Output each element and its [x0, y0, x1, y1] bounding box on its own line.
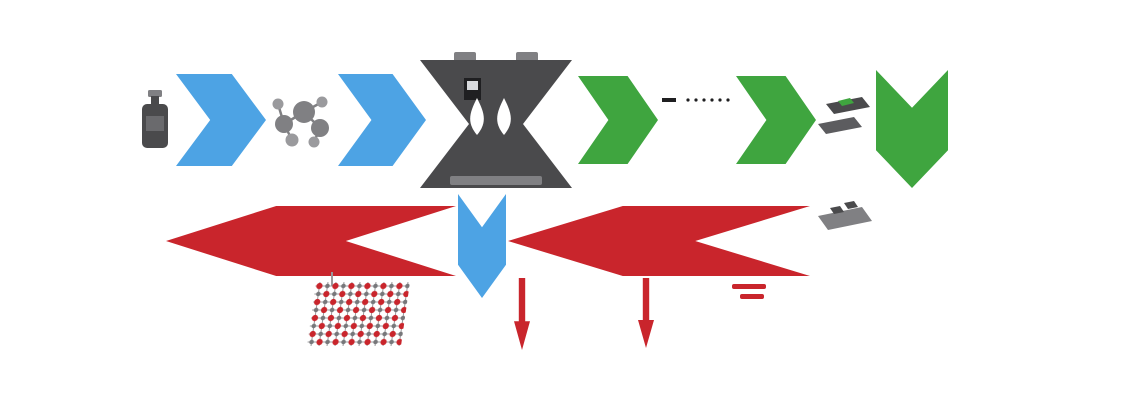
- atom: [311, 119, 329, 137]
- crystal-lattice-icon: [306, 282, 412, 348]
- bottle-label: [146, 116, 164, 131]
- atom: [272, 98, 284, 110]
- red-arrow-left-outer: [166, 206, 456, 276]
- dot: [718, 98, 722, 102]
- precursor-bottle-icon: [140, 90, 170, 148]
- dot: [710, 98, 714, 102]
- red-dash: [732, 284, 766, 289]
- dot: [694, 98, 698, 102]
- tube-furnace-icon: [420, 52, 572, 190]
- dot: [686, 98, 690, 102]
- molecule-cluster-icon: [268, 86, 336, 154]
- bottle-neck: [151, 96, 159, 105]
- slab-top: [826, 97, 870, 114]
- dot: [726, 98, 730, 102]
- flame-icon: [470, 98, 484, 135]
- red-arrow-left-inner: [508, 206, 810, 276]
- furnace-knob: [516, 52, 538, 62]
- substrate-slab: [818, 207, 872, 230]
- blue-arrow-2: [338, 74, 426, 166]
- green-arrow-1: [578, 76, 658, 164]
- atom: [293, 101, 315, 123]
- red-pointer-arrow-icon: [514, 278, 530, 350]
- slab-bottom: [818, 117, 862, 134]
- dash-dotted-line-icon: [662, 94, 732, 106]
- sample-chip: [844, 201, 858, 209]
- dot: [702, 98, 706, 102]
- red-dash: [740, 294, 764, 299]
- atom: [285, 133, 299, 147]
- stacked-slabs-icon: [818, 92, 870, 144]
- atom: [308, 136, 320, 148]
- bottle-cap: [148, 90, 162, 97]
- sample-chip: [830, 206, 844, 214]
- lattice-grid: [307, 282, 410, 346]
- blue-arrow-1: [176, 74, 266, 166]
- red-dash-marks-icon: [732, 282, 776, 302]
- flame-icon: [497, 98, 511, 135]
- sample-slab-icon: [816, 196, 874, 244]
- red-pointer-arrow-icon: [638, 278, 654, 348]
- furnace-base-bar: [450, 176, 542, 185]
- green-flake: [838, 98, 854, 106]
- atom: [275, 115, 293, 133]
- furnace-knob: [454, 52, 476, 62]
- furnace-body: [420, 60, 572, 188]
- display-screen: [467, 81, 478, 90]
- green-arrow-down: [876, 70, 948, 188]
- atom: [316, 96, 328, 108]
- green-arrow-2: [736, 76, 816, 164]
- lattice-connector-line: [331, 272, 333, 286]
- blue-arrow-down: [458, 194, 506, 298]
- solid-dash: [662, 98, 676, 102]
